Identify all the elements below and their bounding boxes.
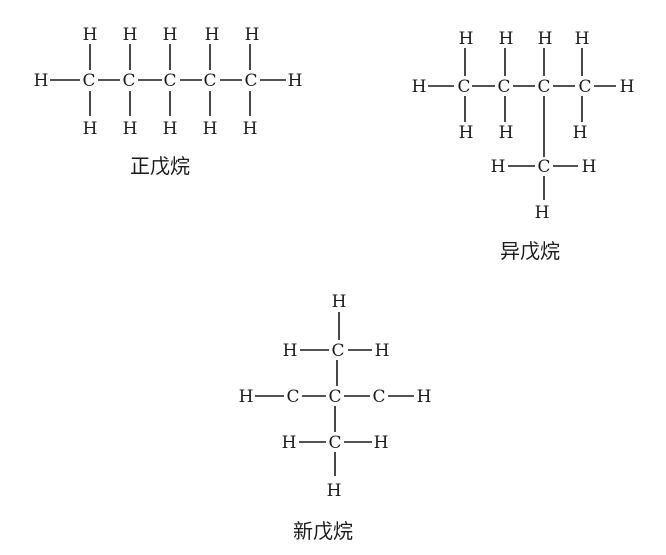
atom-c: C (122, 71, 135, 91)
atom-c: C (331, 341, 344, 361)
atom-h: H (123, 119, 138, 139)
atom-h: H (575, 29, 590, 49)
atom-c: C (457, 77, 470, 97)
atom-c: C (537, 77, 550, 97)
atom-h: H (582, 157, 597, 177)
atom-h: H (332, 292, 347, 312)
atom-h: H (459, 123, 474, 143)
isopentane-structure: H C C C C H H H H H H H H H C H H (412, 29, 635, 223)
atom-c: C (497, 77, 510, 97)
atom-c: C (328, 433, 341, 453)
atom-h: H (374, 433, 389, 453)
atom-c: C (203, 71, 216, 91)
atom-h: H (417, 387, 432, 407)
atom-c: C (328, 387, 341, 407)
atom-h: H (375, 341, 390, 361)
atom-h: H (459, 29, 474, 49)
neopentane-caption: 新戊烷 (293, 519, 353, 543)
atom-h: H (83, 119, 98, 139)
atom-h: H (245, 25, 260, 45)
atom-h: H (412, 77, 427, 97)
neopentane-structure: H H C H H C C C H H C H H (239, 292, 432, 501)
atom-h: H (491, 157, 506, 177)
atom-h: H (123, 25, 138, 45)
atom-h: H (83, 25, 98, 45)
atom-h: H (620, 77, 635, 97)
atom-c: C (286, 387, 299, 407)
atom-h: H (327, 481, 342, 501)
atom-h: H (283, 341, 298, 361)
isopentane-caption: 异戊烷 (500, 239, 560, 263)
n-pentane-structure: H C C C C C H H H H H H H H H H H (34, 25, 303, 139)
atom-h: H (573, 123, 588, 143)
atom-h: H (205, 25, 220, 45)
atom-h: H (34, 71, 49, 91)
atom-h: H (163, 119, 178, 139)
atom-h: H (163, 25, 178, 45)
atom-h: H (535, 203, 550, 223)
atom-h: H (288, 71, 303, 91)
atom-h: H (499, 123, 514, 143)
atom-c: C (372, 387, 385, 407)
n-pentane-caption: 正戊烷 (130, 154, 190, 178)
atom-c: C (537, 157, 550, 177)
atom-h: H (203, 119, 218, 139)
atom-h: H (282, 433, 297, 453)
atom-h: H (239, 387, 254, 407)
atom-c: C (82, 71, 95, 91)
atom-h: H (499, 29, 514, 49)
atom-h: H (243, 119, 258, 139)
atom-c: C (163, 71, 176, 91)
atom-c: C (244, 71, 257, 91)
atom-c: C (578, 77, 591, 97)
atom-h: H (538, 29, 553, 49)
